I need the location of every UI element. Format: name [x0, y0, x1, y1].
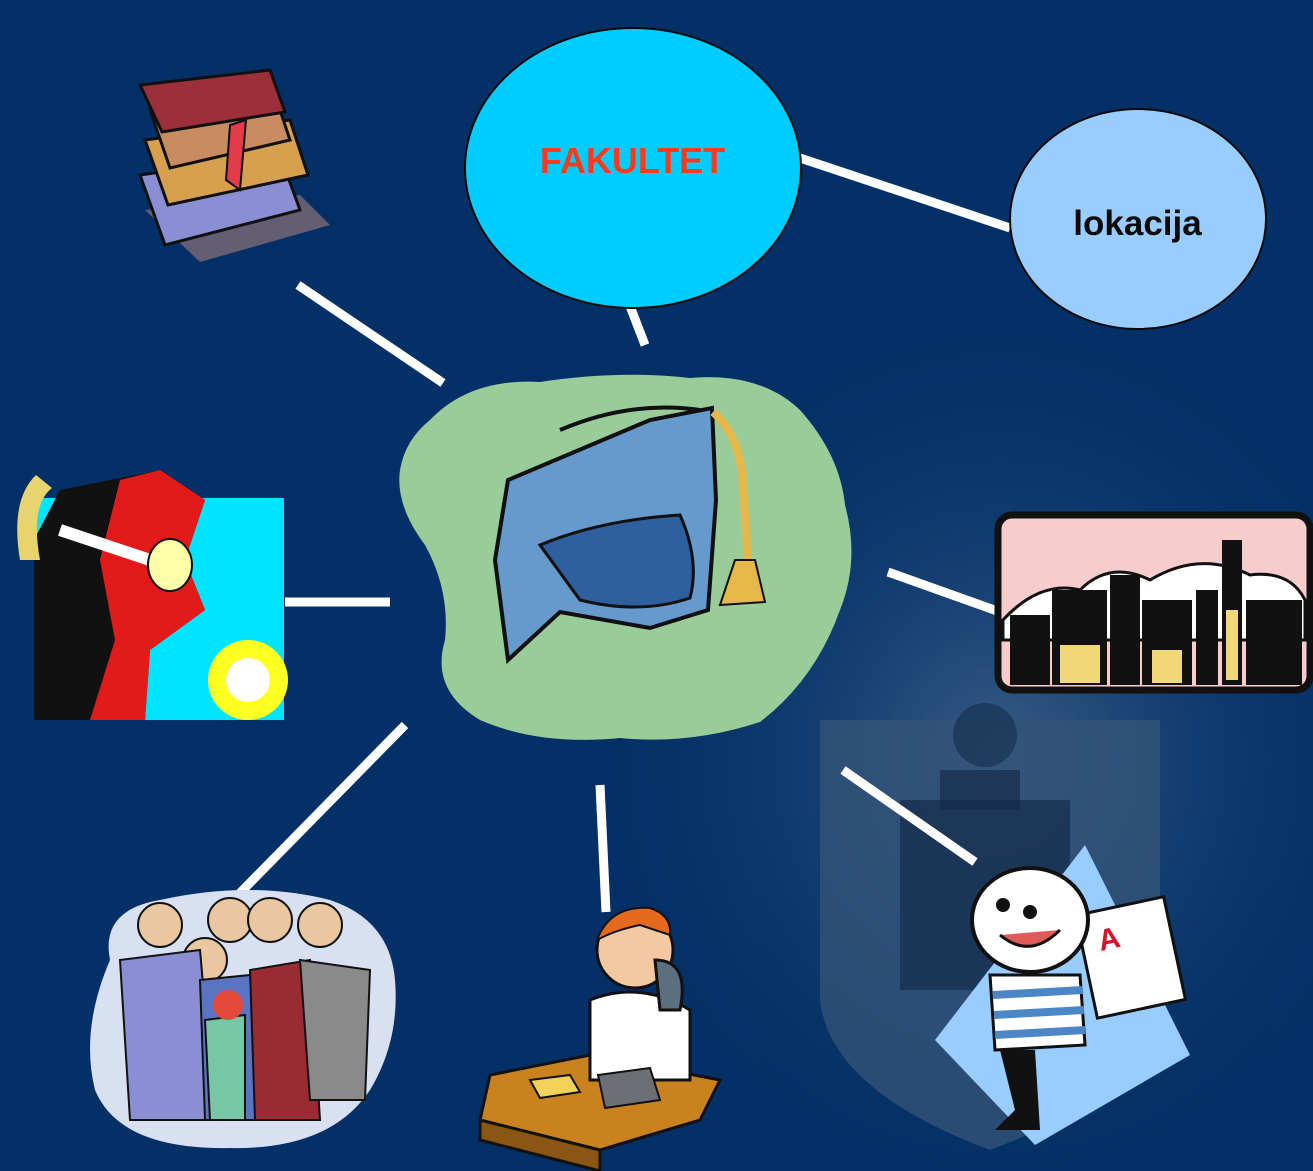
- connector-hub-phone: [595, 784, 611, 913]
- connector-hub-city: [886, 567, 1002, 617]
- books-stack-icon: [137, 68, 330, 262]
- connector-hub-books: [295, 281, 446, 387]
- hub-node: [399, 374, 852, 740]
- connector-hub-fakultet: [625, 304, 650, 347]
- graduation-cap-icon: [492, 405, 767, 665]
- connectors: [236, 153, 1012, 913]
- connector-hub-crowd: [236, 721, 409, 897]
- connector-fakultet-lokacija: [798, 153, 1012, 233]
- man-on-telephone-icon: [478, 906, 723, 1171]
- connector-hub-student: [840, 766, 978, 866]
- fakultet-node: [464, 27, 802, 309]
- lokacija-label: lokacija: [1073, 204, 1202, 243]
- fakultet-label: FAKULTET: [539, 140, 726, 181]
- student-with-grade-icon: A: [935, 845, 1190, 1145]
- thinker-head-icon: [17, 470, 288, 720]
- crowd-of-people-icon: [90, 890, 396, 1149]
- city-skyline-icon: [994, 511, 1313, 694]
- lokacija-node: [1009, 108, 1267, 330]
